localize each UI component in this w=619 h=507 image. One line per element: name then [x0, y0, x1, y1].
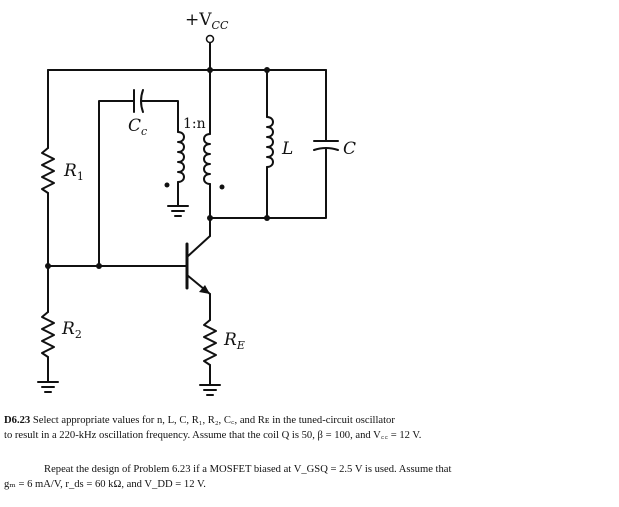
tank-capacitor-c: C: [209, 69, 356, 219]
c-label: C: [343, 139, 356, 159]
primary-inductor: [203, 69, 225, 237]
polarity-dot: [219, 184, 225, 190]
re-label: RE: [223, 330, 245, 352]
problem-number: D6.23: [4, 415, 31, 426]
cc-label: Cc: [128, 116, 147, 138]
problem-1-line-1: D6.23 Select appropriate values for n, L…: [4, 415, 395, 426]
ground-symbol: [199, 384, 221, 396]
capacitor-cc: Cc: [98, 89, 179, 267]
secondary-inductor: [164, 131, 189, 217]
junction-dot: [207, 215, 213, 221]
problem-1-line-2: to result in a 220-kHz oscillation frequ…: [4, 430, 422, 441]
resistor-re: RE: [203, 293, 245, 386]
resistor-r2: R2: [41, 265, 82, 383]
vcc-label: +VCC: [185, 10, 229, 32]
tank-inductor-l: L: [266, 69, 293, 219]
tuned-oscillator-schematic: +VCC R1 R2 Cc: [37, 10, 356, 396]
ground-symbol: [37, 381, 59, 393]
problem-d6-23: D6.23 Select appropriate values for n, L…: [4, 413, 616, 443]
polarity-dot: [164, 182, 170, 188]
r1-label: R1: [63, 161, 84, 183]
vcc-terminal: +VCC: [185, 10, 229, 71]
bjt-transistor: [185, 235, 211, 295]
l-label: L: [281, 139, 293, 159]
r2-label: R2: [61, 319, 82, 341]
junction-dot: [264, 215, 270, 221]
turns-ratio-label: 1:n: [183, 116, 206, 132]
problem-mosfet-variant: Repeat the design of Problem 6.23 if a M…: [4, 462, 616, 492]
resistor-r1: R1: [41, 69, 84, 267]
problem-2-line-2: gₘ = 6 mA/V, r_ds = 60 kΩ, and V_DD = 12…: [4, 479, 206, 490]
problem-2-line-1: Repeat the design of Problem 6.23 if a M…: [44, 464, 452, 475]
